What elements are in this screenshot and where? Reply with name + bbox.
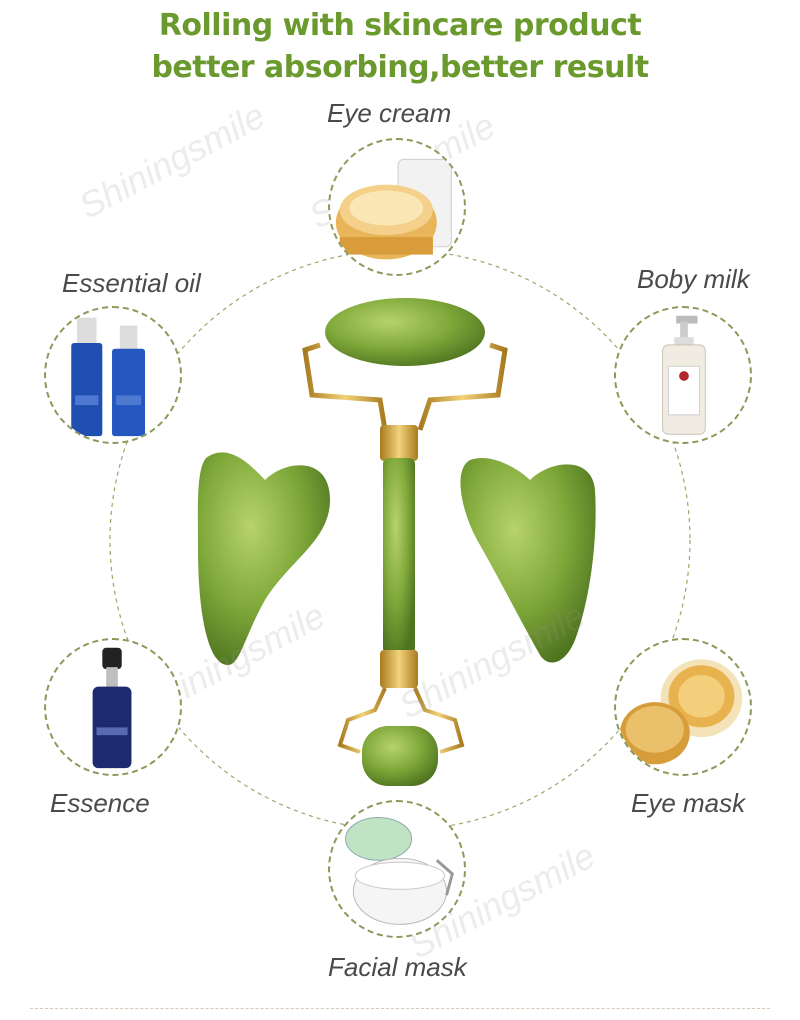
small-roller-stone bbox=[362, 726, 438, 786]
headline-line-2: better absorbing,better result bbox=[151, 50, 649, 85]
right-gua-sha-stone bbox=[460, 458, 596, 663]
large-roller-stone bbox=[325, 298, 485, 366]
essential-oil-bottles-icon bbox=[44, 306, 182, 444]
label-essence: Essence bbox=[50, 788, 150, 818]
headline-line-1: Rolling with skincare product bbox=[158, 8, 642, 43]
roller-handle bbox=[383, 458, 415, 654]
label-essential-oil: Essential oil bbox=[62, 268, 201, 298]
bottom-divider bbox=[30, 1008, 770, 1009]
left-gua-sha-stone bbox=[197, 452, 330, 665]
label-facial-mask: Facial mask bbox=[328, 952, 467, 982]
label-eye-mask: Eye mask bbox=[631, 788, 746, 818]
label-boby-milk: Boby milk bbox=[637, 264, 750, 294]
facial-mask-jar-icon bbox=[328, 800, 466, 938]
label-eye-cream: Eye cream bbox=[327, 98, 452, 128]
body-milk-pump-bottle-icon bbox=[614, 306, 752, 444]
eye-cream-jar-icon bbox=[328, 138, 466, 276]
eye-mask-jar-icon bbox=[614, 638, 752, 776]
essence-serum-bottle-icon bbox=[44, 638, 182, 776]
